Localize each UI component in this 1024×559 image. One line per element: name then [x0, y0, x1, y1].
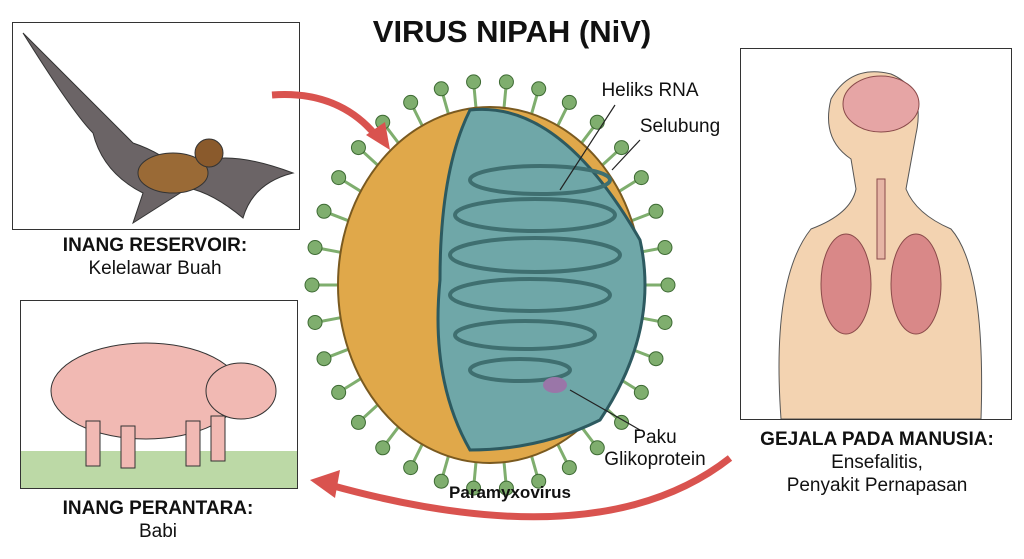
- glycoprotein-spike: [304, 277, 320, 293]
- symptom-respiratory: Penyakit Pernapasan: [786, 475, 968, 496]
- glycoprotein-spike: [531, 81, 547, 97]
- glycoprotein-spike: [433, 81, 449, 97]
- label-envelope: Selubung: [639, 116, 721, 137]
- glycoprotein-spike: [589, 114, 605, 130]
- glycoprotein-spike: [316, 351, 332, 367]
- glycoprotein-spike: [316, 203, 332, 219]
- glycoprotein-spike: [648, 351, 664, 367]
- virus-name-label: Paramyxovirus: [449, 483, 571, 502]
- human-heading: GEJALA PADA MANUSIA:: [760, 429, 994, 450]
- label-rna-helix: Heliks RNA: [601, 80, 699, 101]
- page-title: VIRUS NIPAH (NiV): [372, 14, 652, 49]
- human-anatomy-illustration: [778, 71, 983, 419]
- glycoprotein-spike: [466, 74, 482, 90]
- label-spike-line2: Glikoprotein: [604, 449, 706, 470]
- arrow-head-bottom: [310, 470, 340, 498]
- reservoir-name: Kelelawar Buah: [88, 258, 222, 279]
- glycoprotein-spike: [498, 74, 514, 90]
- glycoprotein-spike: [403, 460, 419, 476]
- spike-ring: [304, 74, 676, 496]
- label-leader-lines: [559, 104, 641, 431]
- glycoprotein-spike: [614, 140, 630, 156]
- glycoprotein-spike: [350, 140, 366, 156]
- glycoprotein-spike: [648, 203, 664, 219]
- glycoprotein-spike: [561, 460, 577, 476]
- glycoprotein-spike: [466, 480, 482, 496]
- human-illustration-frame: [740, 48, 1012, 420]
- pig-illustration-frame: [20, 300, 298, 489]
- intermediate-heading: INANG PERANTARA:: [62, 498, 254, 519]
- intermediate-name: Babi: [138, 521, 178, 542]
- glycoprotein-spike: [657, 240, 673, 256]
- reservoir-label: INANG RESERVOIR: Kelelawar Buah: [12, 234, 298, 280]
- glycoprotein-spike: [633, 170, 649, 186]
- glycoprotein-spike: [589, 440, 605, 456]
- intermediate-label: INANG PERANTARA: Babi: [20, 497, 296, 543]
- glycoprotein-spike: [331, 170, 347, 186]
- glycoprotein-spike: [498, 480, 514, 496]
- glycoprotein-spike: [331, 384, 347, 400]
- glycoprotein-spike: [350, 414, 366, 430]
- symptom-encephalitis: Ensefalitis,: [831, 452, 923, 473]
- glycoprotein-spike: [614, 414, 630, 430]
- fruit-bat-illustration: [22, 32, 295, 225]
- arrow-bat-to-virus: [271, 91, 381, 141]
- glycoprotein-spike: [657, 314, 673, 330]
- pig-illustration: [21, 342, 297, 488]
- label-spike-line1: Paku: [633, 427, 677, 448]
- glycoprotein-spike: [375, 440, 391, 456]
- glycoprotein-spike: [531, 473, 547, 489]
- glycoprotein-spike: [433, 473, 449, 489]
- label-spike: Paku Glikoprotein: [590, 427, 720, 471]
- arrow-human-to-pig: [329, 455, 733, 521]
- arrow-head-top: [366, 122, 390, 150]
- glycoprotein-detail: [543, 377, 567, 393]
- glycoprotein-spike: [633, 384, 649, 400]
- reservoir-heading: INANG RESERVOIR:: [62, 235, 248, 256]
- human-symptoms-label: GEJALA PADA MANUSIA: Ensefalitis, Penyak…: [730, 428, 1024, 497]
- glycoprotein-spike: [403, 94, 419, 110]
- glycoprotein-spike: [660, 277, 676, 293]
- glycoprotein-spike: [307, 314, 323, 330]
- glycoprotein-spike: [561, 94, 577, 110]
- bat-illustration-frame: [12, 22, 300, 230]
- glycoprotein-spike: [307, 240, 323, 256]
- rna-helix: [448, 164, 622, 383]
